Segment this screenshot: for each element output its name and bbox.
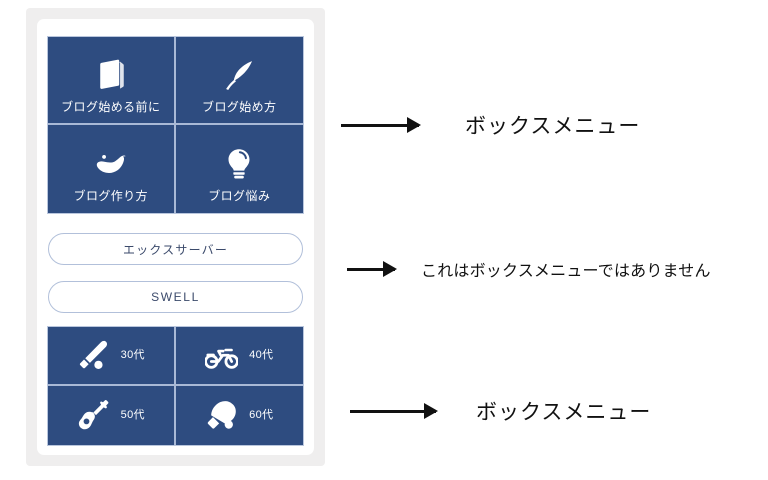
right-arrow-icon	[350, 409, 436, 413]
right-arrow-icon	[347, 267, 395, 271]
box-menu-item-label: ブログ作り方	[73, 189, 148, 203]
annotation-label: ボックスメニュー	[476, 400, 652, 424]
pill-button-label: エックスサーバー	[122, 242, 229, 257]
feather-pen-icon	[222, 53, 256, 97]
box-menu-bottom: 30代 40代	[47, 326, 304, 446]
box-menu-item-30s[interactable]: 30代	[48, 327, 176, 386]
pill-button-swell[interactable]: SWELL	[48, 281, 303, 313]
widget-outer-frame: ブログ始める前に ブログ始め方 ブログ作り方	[26, 8, 325, 466]
box-menu-item-label: 30代	[120, 349, 145, 361]
annotation-box-menu-bottom: ボックスメニュー	[350, 396, 651, 426]
box-menu-item-label: 40代	[249, 349, 274, 361]
pill-button-xserver[interactable]: エックスサーバー	[48, 233, 303, 265]
box-menu-item-label: ブログ悩み	[208, 189, 271, 203]
lightbulb-icon	[222, 142, 256, 186]
baseball-bat-icon	[77, 339, 110, 372]
box-menu-item-before-blogging[interactable]: ブログ始める前に	[48, 37, 176, 125]
box-menu-item-label: 50代	[120, 409, 145, 421]
guitar-icon	[77, 399, 110, 432]
annotation-label: ボックスメニュー	[465, 114, 641, 138]
annotation-box-menu-top: ボックスメニュー	[341, 110, 640, 140]
box-menu-item-60s[interactable]: 60代	[176, 386, 304, 445]
annotation-label: これはボックスメニューではありません	[421, 261, 711, 280]
box-menu-item-40s[interactable]: 40代	[175, 327, 303, 386]
box-menu-item-blog-building[interactable]: ブログ作り方	[48, 125, 176, 213]
widget-card: ブログ始める前に ブログ始め方 ブログ作り方	[37, 19, 314, 455]
box-menu-top: ブログ始める前に ブログ始め方 ブログ作り方	[47, 36, 304, 214]
table-tennis-icon	[205, 399, 238, 432]
bird-icon	[94, 142, 128, 186]
motorcycle-icon	[205, 339, 239, 372]
pill-button-label: SWELL	[151, 290, 200, 304]
box-menu-item-label: 60代	[249, 409, 274, 421]
box-menu-item-label: ブログ始め方	[202, 100, 277, 114]
box-menu-item-label: ブログ始める前に	[61, 100, 161, 114]
box-menu-item-blog-troubles[interactable]: ブログ悩み	[176, 125, 304, 213]
book-icon	[94, 53, 128, 97]
right-arrow-icon	[341, 123, 419, 127]
box-menu-item-how-to-start-blog[interactable]: ブログ始め方	[175, 37, 303, 125]
box-menu-item-50s[interactable]: 50代	[48, 386, 176, 445]
annotation-not-box-menu: これはボックスメニューではありません	[347, 257, 711, 281]
